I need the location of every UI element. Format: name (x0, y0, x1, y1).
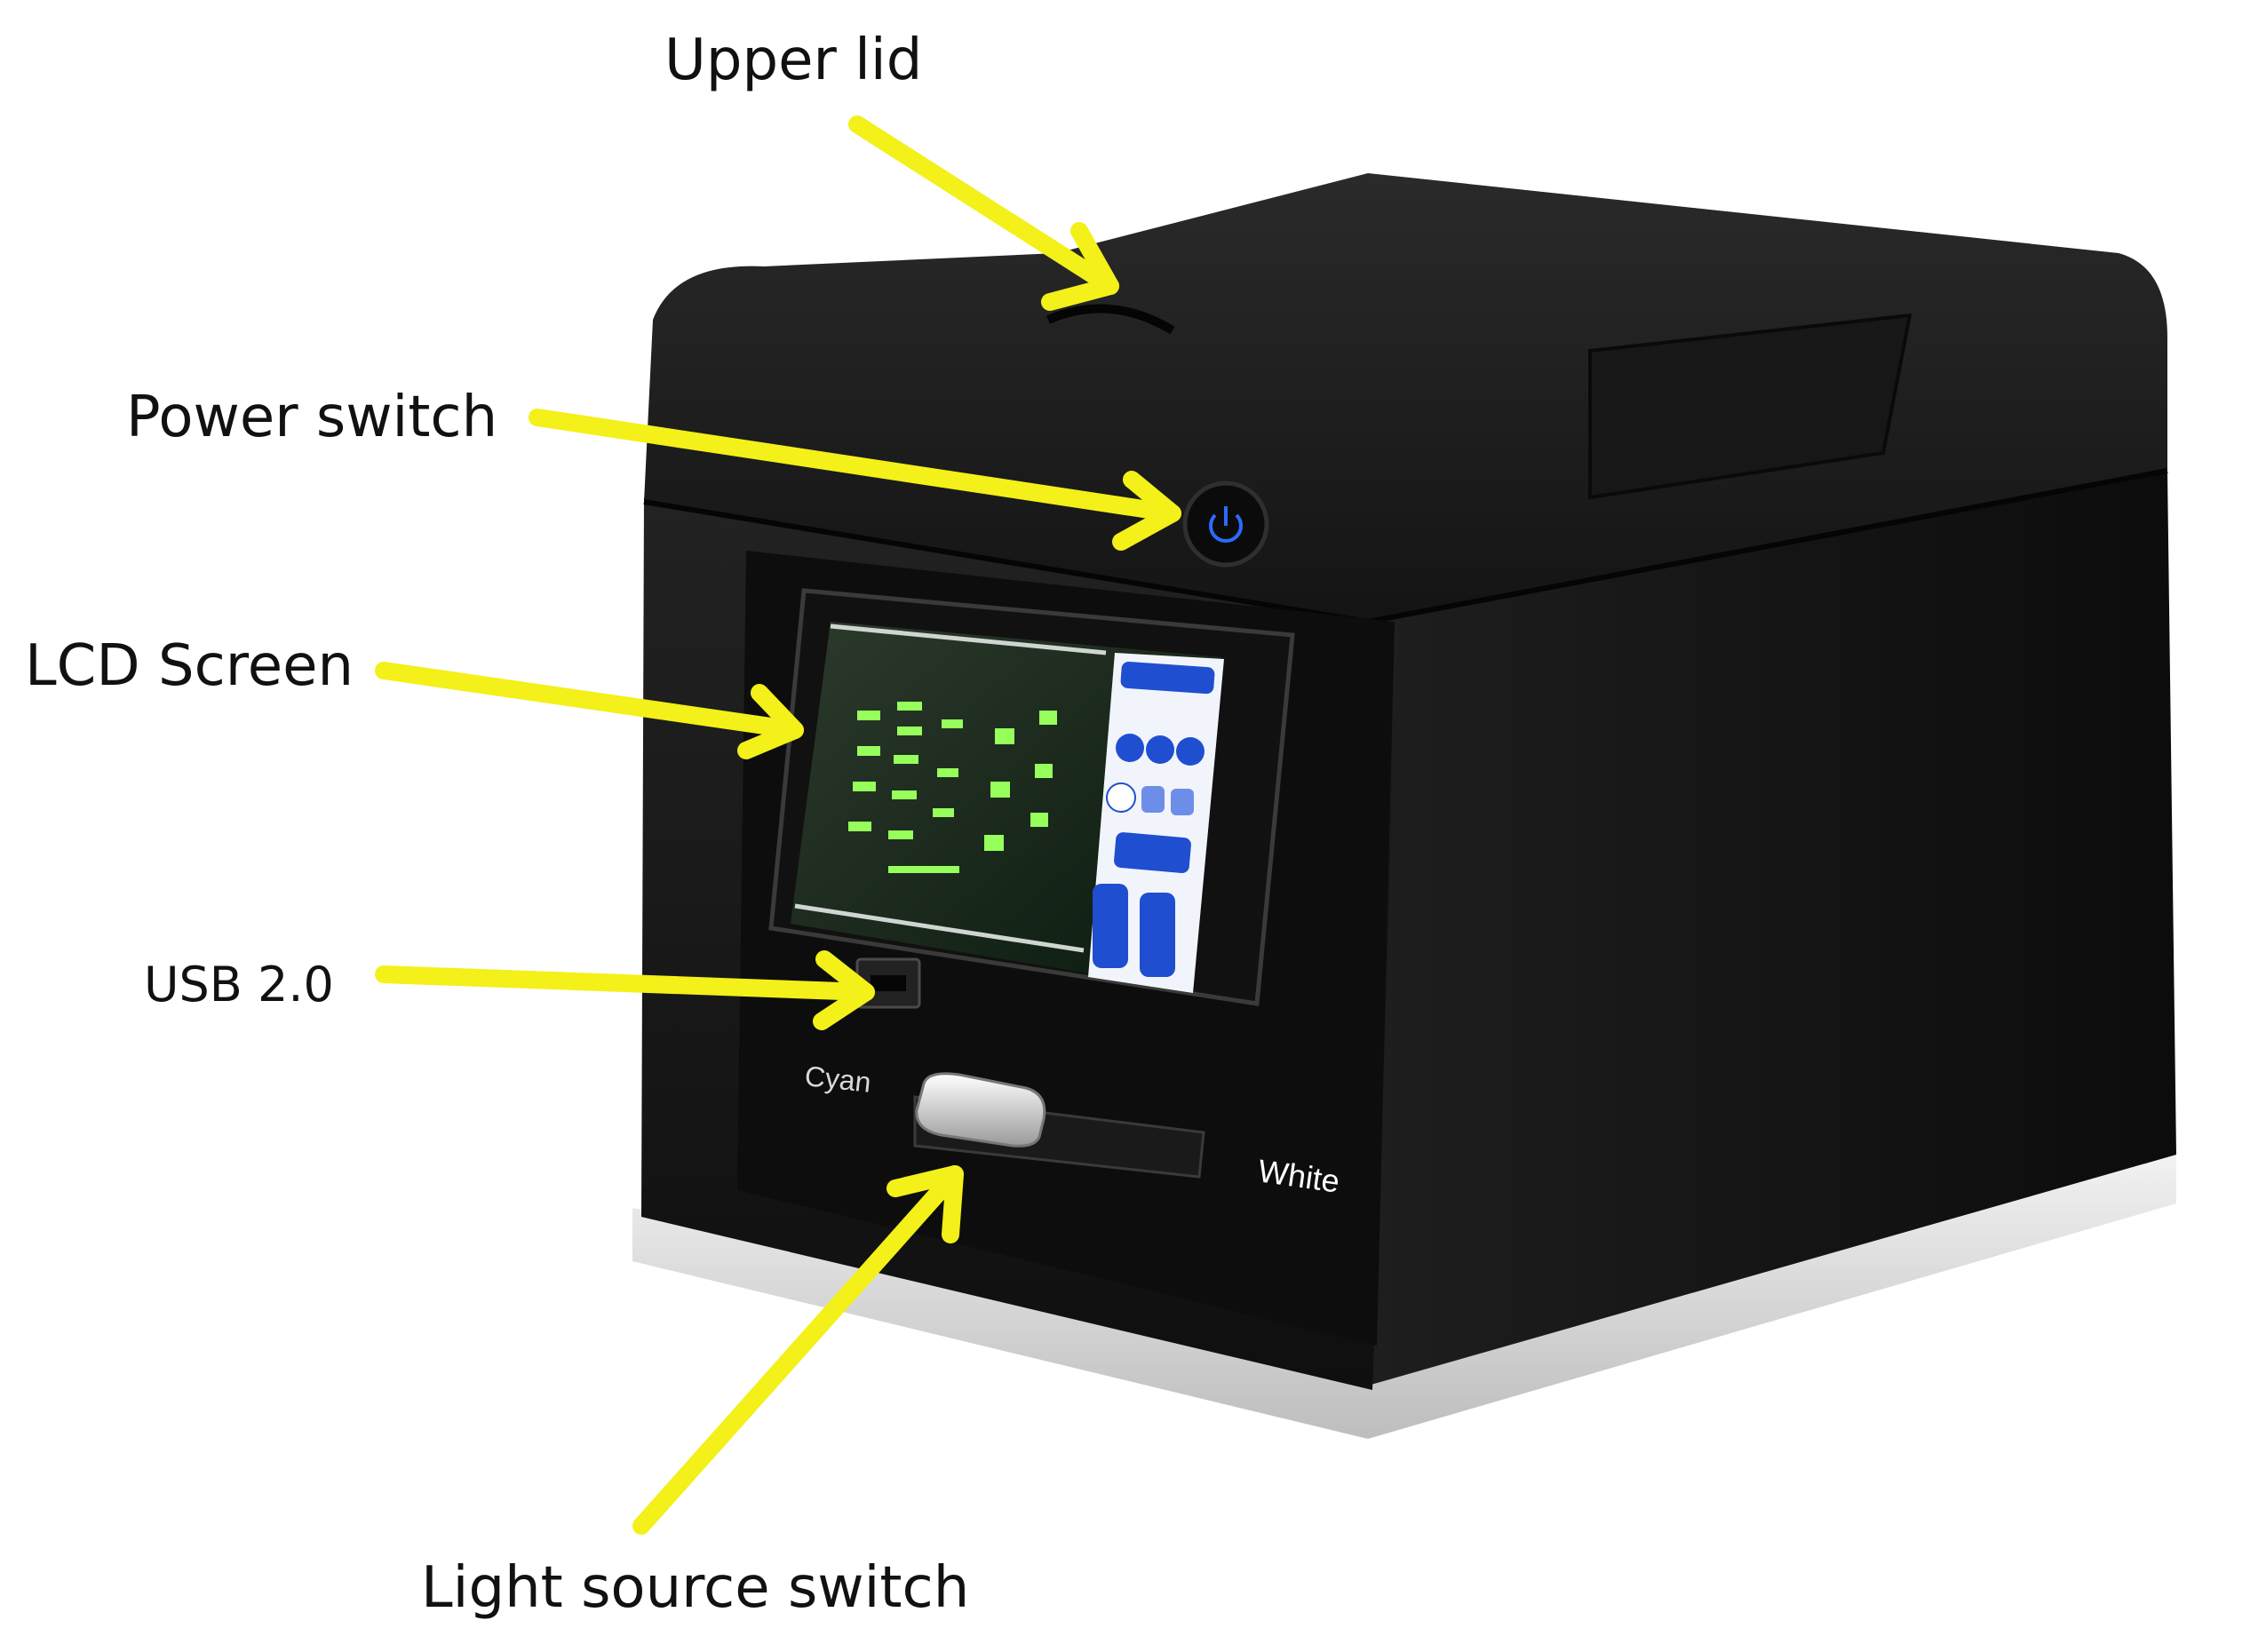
lcd-round-button-3[interactable] (1176, 737, 1205, 766)
arrow-usb (375, 950, 875, 1030)
arrow-lcd-screen (375, 662, 804, 759)
arrow-upper-lid (848, 115, 1119, 311)
light-source-switch[interactable] (913, 1072, 1205, 1179)
callout-arrows (375, 115, 1181, 1535)
arrow-power-switch (529, 409, 1181, 551)
transilluminator-device: Cyan White (632, 173, 2176, 1439)
gel-bands (848, 702, 1057, 873)
lcd-square-button-1[interactable] (1141, 786, 1165, 813)
device-base (632, 1155, 2176, 1439)
lcd-wide-button[interactable] (1113, 831, 1191, 874)
lcd-tall-button-1[interactable] (1093, 884, 1128, 968)
lcd-round-button-2[interactable] (1146, 735, 1174, 764)
lcd-ruler-top (830, 623, 1107, 655)
label-power-switch: Power switch (126, 385, 498, 450)
lid-panel-detail (1588, 313, 1912, 500)
power-icon (1209, 506, 1243, 544)
lcd-tall-button-2[interactable] (1140, 893, 1175, 977)
lcd-capture-button[interactable] (1120, 661, 1215, 695)
arrow-light-source (632, 1165, 964, 1535)
lid-handle (1046, 304, 1175, 335)
lcd-round-button-4[interactable] (1106, 782, 1136, 813)
label-upper-lid: Upper lid (664, 28, 923, 93)
upper-lid (644, 173, 2167, 622)
switch-knob (915, 1072, 1046, 1148)
label-light-source-switch: Light source switch (421, 1555, 970, 1621)
label-lcd-screen: LCD Screen (25, 633, 354, 699)
lcd-screen[interactable] (791, 622, 1224, 993)
lcd-square-button-2[interactable] (1171, 789, 1194, 815)
lcd-ruler-bottom (794, 903, 1085, 953)
label-usb: USB 2.0 (144, 957, 334, 1013)
lcd-round-button-1[interactable] (1116, 734, 1144, 762)
cyan-label: Cyan (803, 1060, 872, 1099)
device-right-side (1368, 471, 2176, 1386)
usb-socket (871, 975, 906, 991)
